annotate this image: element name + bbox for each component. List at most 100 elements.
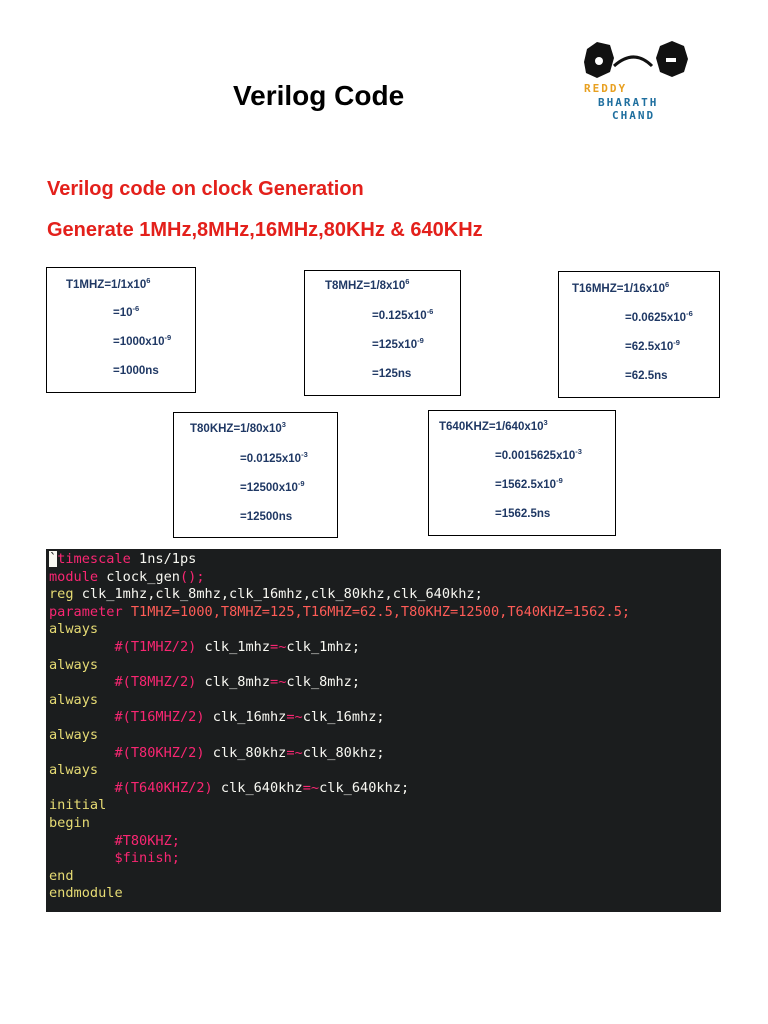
calc-line: =10-6 xyxy=(113,304,140,319)
calc-box-t8mhz: T8MHZ=1/8x106 =0.125x10-6 =125x10-9 =125… xyxy=(304,270,461,396)
calc-line: =1000ns xyxy=(113,365,159,377)
code-token: always xyxy=(49,691,99,708)
code-line: parameter T1MHZ=1000,T8MHZ=125,T16MHZ=62… xyxy=(49,604,721,622)
code-token: parameter xyxy=(49,603,123,620)
code-line: reg clk_1mhz,clk_8mhz,clk_16mhz,clk_80kh… xyxy=(49,586,721,604)
code-line: #T80KHZ; xyxy=(49,833,721,851)
code-token: always xyxy=(49,726,99,743)
code-token: endmodule xyxy=(49,885,123,902)
code-token: =~ xyxy=(286,709,303,726)
page-title: Verilog Code xyxy=(233,80,405,111)
code-line: #(T16MHZ/2) clk_16mhz=~clk_16mhz; xyxy=(49,709,721,727)
code-token: # xyxy=(49,744,123,761)
calc-box-t80khz: T80KHZ=1/80x103 =0.0125x10-3 =12500x10-9… xyxy=(173,412,338,538)
code-line: #(T1MHZ/2) clk_1mhz=~clk_1mhz; xyxy=(49,639,721,657)
logo-text-line-1: REDDY xyxy=(584,82,628,95)
code-token: # xyxy=(49,674,123,691)
code-token: begin xyxy=(49,814,90,831)
calc-box-t640khz: T640KHZ=1/640x103 =0.0015625x10-3 =1562.… xyxy=(428,410,616,536)
code-token: clk_16mhz; xyxy=(302,709,385,726)
calc-line: T80KHZ=1/80x103 xyxy=(190,420,286,435)
calc-line: =12500x10-9 xyxy=(240,479,305,494)
code-token: (T80KHZ/2) xyxy=(122,744,205,761)
code-line: module clock_gen(); xyxy=(49,569,721,587)
code-line: always xyxy=(49,692,721,710)
calc-line: =1000x10-9 xyxy=(113,333,172,348)
code-token: clk_640khz xyxy=(212,779,303,796)
code-line: always xyxy=(49,762,721,780)
code-token: always xyxy=(49,762,99,779)
logo-mark-icon xyxy=(584,41,688,78)
subheading-frequencies: Generate 1MHz,8MHz,16MHz,80KHz & 640KHz xyxy=(47,219,483,241)
code-token: # xyxy=(49,638,123,655)
calc-line: =1562.5ns xyxy=(495,508,551,520)
calc-box-t16mhz: T16MHZ=1/16x106 =0.0625x10-6 =62.5x10-9 … xyxy=(558,271,720,398)
calc-line: =0.0015625x10-3 xyxy=(495,447,582,462)
calc-line: =1562.5x10-9 xyxy=(495,476,563,491)
code-token: (T1MHZ/2) xyxy=(122,638,197,655)
code-token: reg xyxy=(49,586,74,603)
calc-line: =0.0625x10-6 xyxy=(625,309,693,324)
code-line: always xyxy=(49,621,721,639)
code-token: timescale xyxy=(57,551,131,567)
code-token: clk_80khz; xyxy=(302,744,385,761)
code-line: `timescale 1ns/1ps xyxy=(49,551,721,569)
code-token: (T640KHZ/2) xyxy=(122,779,213,796)
code-line: #(T8MHZ/2) clk_8mhz=~clk_8mhz; xyxy=(49,674,721,692)
code-line: endmodule xyxy=(49,885,721,903)
code-line: initial xyxy=(49,797,721,815)
calc-line: T16MHZ=1/16x106 xyxy=(572,280,670,295)
code-token: (T8MHZ/2) xyxy=(122,674,197,691)
calc-line: T8MHZ=1/8x106 xyxy=(325,277,410,292)
code-token: always xyxy=(49,656,99,673)
code-line: always xyxy=(49,727,721,745)
code-token: clk_640khz; xyxy=(319,779,410,796)
code-token: # xyxy=(49,709,123,726)
code-token: module xyxy=(49,568,99,585)
code-token: (T16MHZ/2) xyxy=(122,709,205,726)
calc-line: =125ns xyxy=(372,368,412,380)
code-token: 1ns/1ps xyxy=(130,551,197,567)
code-token: initial xyxy=(49,797,107,814)
logo-text-line-3: CHAND xyxy=(612,109,656,122)
calc-line: =125x10-9 xyxy=(372,336,424,351)
code-token: (); xyxy=(179,568,205,585)
code-token: clk_8mhz xyxy=(196,674,271,691)
code-token: clk_1mhz; xyxy=(286,638,361,655)
code-line: $finish; xyxy=(49,850,721,868)
code-token: clk_8mhz; xyxy=(286,674,361,691)
calc-line: T1MHZ=1/1x106 xyxy=(66,276,151,291)
calc-line: =0.0125x10-3 xyxy=(240,450,308,465)
calc-line: =12500ns xyxy=(240,511,293,523)
code-token: $finish; xyxy=(49,850,180,867)
logo-text-line-2: BHARATH xyxy=(598,96,659,109)
code-token: # xyxy=(49,779,123,796)
calc-line: =62.5ns xyxy=(625,370,668,382)
code-token: =~ xyxy=(286,744,303,761)
code-token: =~ xyxy=(270,638,287,655)
subheading-clock-generation: Verilog code on clock Generation xyxy=(47,178,364,200)
code-line: end xyxy=(49,868,721,886)
code-token: T1MHZ=1000,T8MHZ=125,T16MHZ=62.5,T80KHZ=… xyxy=(122,603,631,620)
code-token: clock_gen xyxy=(98,568,180,585)
logo: REDDY BHARATH CHAND xyxy=(580,40,690,125)
code-token: #T80KHZ; xyxy=(49,832,180,849)
code-line: #(T640KHZ/2) clk_640khz=~clk_640khz; xyxy=(49,780,721,798)
calc-line: =62.5x10-9 xyxy=(625,338,680,353)
code-token: clk_80khz xyxy=(204,744,287,761)
text-cursor: ` xyxy=(49,551,58,567)
code-line: always xyxy=(49,657,721,675)
code-token: end xyxy=(49,867,74,884)
calc-line: =0.125x10-6 xyxy=(372,307,434,322)
calc-line: T640KHZ=1/640x103 xyxy=(439,418,548,433)
code-token: clk_16mhz xyxy=(204,709,287,726)
code-line: begin xyxy=(49,815,721,833)
code-token: clk_1mhz,clk_8mhz,clk_16mhz,clk_80khz,cl… xyxy=(73,586,483,603)
code-line: #(T80KHZ/2) clk_80khz=~clk_80khz; xyxy=(49,745,721,763)
code-token: always xyxy=(49,621,99,638)
code-token: =~ xyxy=(302,779,320,796)
calc-box-t1mhz: T1MHZ=1/1x106 =10-6 =1000x10-9 =1000ns xyxy=(46,267,196,393)
code-token: clk_1mhz xyxy=(196,638,271,655)
code-token: =~ xyxy=(270,674,287,691)
